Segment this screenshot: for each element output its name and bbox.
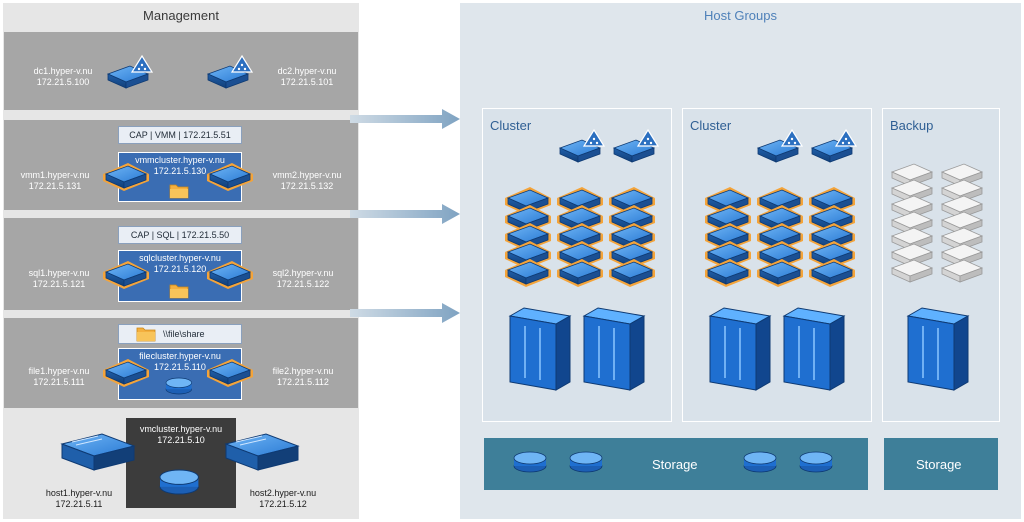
storage-tower-icon <box>509 307 571 391</box>
vmcluster-ip: 172.21.5.10 <box>157 435 205 445</box>
storage-tower-icon <box>907 307 969 391</box>
sql2-name: sql2.hyper-v.nu <box>272 268 334 278</box>
vmcluster-name: vmcluster.hyper-v.nu <box>139 424 223 434</box>
sql1-ip: 172.21.5.121 <box>32 279 86 289</box>
server-icon <box>210 166 258 196</box>
host2-label: host2.hyper-v.nu 172.21.5.12 <box>238 488 328 510</box>
disk-icon <box>743 451 777 473</box>
vmm1-name: vmm1.hyper-v.nu <box>20 170 90 180</box>
domain-controller-icon <box>107 55 153 89</box>
storage-label-backup: Storage <box>916 457 962 472</box>
host1-label: host1.hyper-v.nu 172.21.5.11 <box>36 488 122 510</box>
domain-controller-icon <box>207 55 253 89</box>
server-stack-icon <box>812 190 858 290</box>
sql-cluster-name: sqlcluster.hyper-v.nu <box>139 253 221 263</box>
vmm2-name: vmm2.hyper-v.nu <box>272 170 342 180</box>
host1-ip: 172.21.5.11 <box>55 499 103 509</box>
dc1-name: dc1.hyper-v.nu <box>33 66 93 76</box>
dc1-ip: 172.21.5.100 <box>36 77 90 87</box>
disk-icon <box>799 451 833 473</box>
arrow-icon <box>350 109 460 129</box>
server-stack-icon <box>508 190 554 290</box>
dc1-label: dc1.hyper-v.nu 172.21.5.100 <box>18 66 108 88</box>
arrow-icon <box>350 204 460 224</box>
server-stack-icon <box>891 163 933 283</box>
vmm-cluster-name: vmmcluster.hyper-v.nu <box>135 155 225 165</box>
server-icon <box>225 433 299 471</box>
file1-name: file1.hyper-v.nu <box>28 366 90 376</box>
management-title: Management <box>143 8 219 23</box>
vmm-cluster-ip: 172.21.5.130 <box>153 166 207 176</box>
storage-bar-backup: Storage <box>884 438 998 490</box>
file2-ip: 172.21.5.112 <box>277 377 329 387</box>
vmm1-label: vmm1.hyper-v.nu 172.21.5.131 <box>10 170 100 192</box>
file-share-path: \\file\share <box>163 329 205 339</box>
folder-icon <box>169 284 189 299</box>
dc2-label: dc2.hyper-v.nu 172.21.5.101 <box>262 66 352 88</box>
storage-tower-icon <box>583 307 645 391</box>
storage-tower-icon <box>709 307 771 391</box>
sql1-label: sql1.hyper-v.nu 172.21.5.121 <box>16 268 102 290</box>
storage-label-clusters: Storage <box>652 457 698 472</box>
file-cluster-name: filecluster.hyper-v.nu <box>139 351 221 361</box>
sql-cap-label: CAP | SQL | 172.21.5.50 <box>118 226 242 244</box>
server-icon <box>106 362 154 392</box>
file2-name: file2.hyper-v.nu <box>272 366 334 376</box>
sql2-label: sql2.hyper-v.nu 172.21.5.122 <box>258 268 348 290</box>
domain-controller-icon <box>613 129 659 163</box>
server-stack-icon <box>708 190 754 290</box>
disk-icon <box>165 377 193 395</box>
dc2-ip: 172.21.5.101 <box>280 77 334 87</box>
file1-label: file1.hyper-v.nu 172.21.5.111 <box>16 366 102 388</box>
sql1-name: sql1.hyper-v.nu <box>28 268 90 278</box>
vmm1-ip: 172.21.5.131 <box>28 181 82 191</box>
disk-icon <box>569 451 603 473</box>
server-stack-icon <box>941 163 983 283</box>
sql-cluster-ip: 172.21.5.120 <box>153 264 207 274</box>
domain-controller-icon <box>757 129 803 163</box>
server-icon <box>61 433 135 471</box>
vmm2-label: vmm2.hyper-v.nu 172.21.5.132 <box>262 170 352 192</box>
server-icon <box>106 264 154 294</box>
folder-icon <box>136 327 156 342</box>
folder-icon <box>169 184 189 199</box>
arrow-icon <box>350 303 460 323</box>
vmm-cap-label: CAP | VMM | 172.21.5.51 <box>118 126 242 144</box>
server-stack-icon <box>560 190 606 290</box>
sql2-ip: 172.21.5.122 <box>276 279 330 289</box>
dc-band <box>4 32 358 110</box>
disk-icon <box>513 451 547 473</box>
server-stack-icon <box>612 190 658 290</box>
disk-icon <box>159 469 199 495</box>
host2-name: host2.hyper-v.nu <box>249 488 317 498</box>
cluster-panel-1-title: Cluster <box>490 118 532 133</box>
server-icon <box>106 166 154 196</box>
domain-controller-icon <box>811 129 857 163</box>
file1-ip: 172.21.5.111 <box>33 377 85 387</box>
file-share-label: \\file\share <box>118 324 242 344</box>
file-cluster-ip: 172.21.5.110 <box>154 362 206 372</box>
host1-name: host1.hyper-v.nu <box>45 488 113 498</box>
vmm2-ip: 172.21.5.132 <box>280 181 334 191</box>
host2-ip: 172.21.5.12 <box>259 499 307 509</box>
server-icon <box>210 264 258 294</box>
server-stack-icon <box>760 190 806 290</box>
cluster-panel-2-title: Cluster <box>690 118 732 133</box>
dc2-name: dc2.hyper-v.nu <box>277 66 337 76</box>
host-groups-title: Host Groups <box>704 8 777 23</box>
storage-tower-icon <box>783 307 845 391</box>
server-icon <box>210 362 258 392</box>
domain-controller-icon <box>559 129 605 163</box>
vmcluster-label: vmcluster.hyper-v.nu 172.21.5.10 <box>126 424 236 446</box>
backup-panel-title: Backup <box>890 118 934 133</box>
file2-label: file2.hyper-v.nu 172.21.5.112 <box>258 366 348 388</box>
